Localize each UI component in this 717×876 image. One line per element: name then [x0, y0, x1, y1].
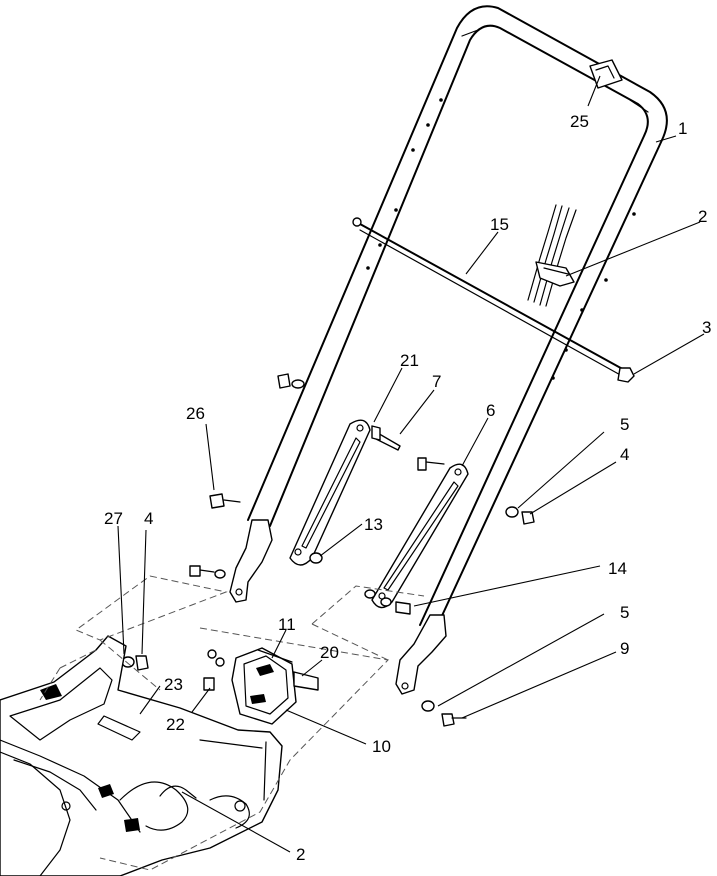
- callout-26: 26: [186, 404, 205, 423]
- callout-13: 13: [364, 515, 383, 534]
- callout-5-upper: 5: [620, 415, 629, 434]
- callout-7: 7: [432, 372, 441, 391]
- callout-11: 11: [278, 615, 296, 634]
- leader-lines: [117, 75, 705, 853]
- rod-15: [352, 217, 635, 383]
- decal-20: [293, 671, 319, 691]
- callout-4-deck: 4: [144, 509, 153, 528]
- callout-15: 15: [490, 215, 509, 234]
- callout-14: 14: [608, 559, 627, 578]
- callout-3: 3: [702, 318, 711, 337]
- pin-11: [257, 649, 293, 663]
- callout-10: 10: [372, 737, 391, 756]
- callout-6: 6: [486, 401, 495, 420]
- callout-2-lower: 2: [296, 845, 305, 864]
- callout-23: 23: [164, 675, 183, 694]
- callout-4-upper: 4: [620, 445, 629, 464]
- handle-label-25: [589, 59, 623, 89]
- handle-lower-right: [395, 614, 447, 695]
- fasteners: [121, 373, 535, 727]
- slotted-link-6: [371, 463, 469, 609]
- callout-labels: 25 1 15 2 3 21 7 6 26 5 4 27 4 13 14 11 …: [104, 112, 711, 864]
- assembly-outline: [39, 575, 425, 871]
- callout-21: 21: [400, 351, 419, 370]
- cable-clip-lower: [159, 785, 197, 799]
- callout-5-lower: 5: [620, 603, 629, 622]
- callout-20: 20: [320, 643, 339, 662]
- slotted-link-21: [289, 419, 371, 566]
- callout-2-upper: 2: [698, 207, 707, 226]
- callout-9: 9: [620, 639, 629, 658]
- callout-27: 27: [104, 509, 123, 528]
- callout-25: 25: [570, 112, 589, 131]
- nut-3: [617, 367, 635, 383]
- handle-lower-left: [229, 519, 273, 603]
- callout-1: 1: [678, 119, 687, 138]
- mount-bracket-10: [231, 647, 297, 725]
- callout-22: 22: [166, 715, 185, 734]
- cable-clip-upper: [527, 204, 577, 307]
- mower-deck: [0, 635, 283, 876]
